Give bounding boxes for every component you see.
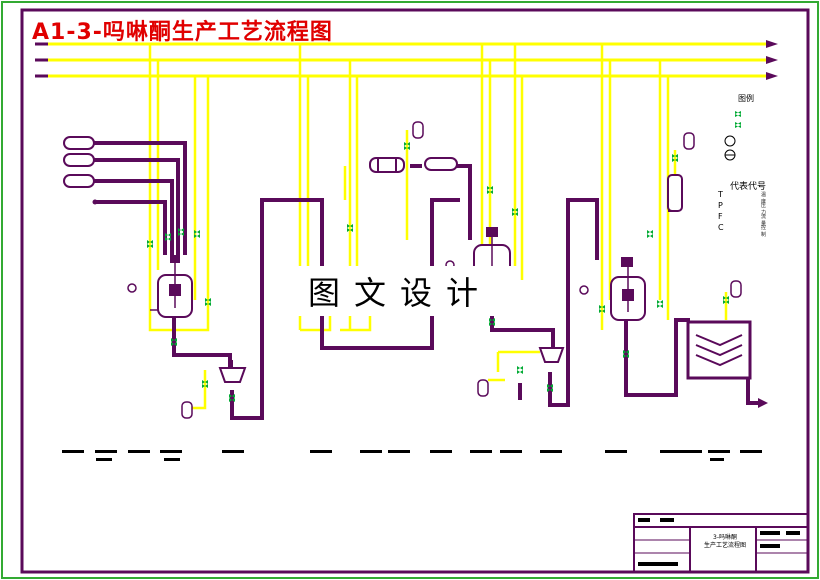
column — [667, 174, 683, 212]
utility-line-stubs — [35, 42, 48, 78]
reactor-1-motor — [170, 255, 180, 263]
code-letter: C — [718, 223, 724, 232]
drawing-title: A1-3-吗啉酮生产工艺流程图 — [32, 20, 333, 45]
code-row-flow: F 流量 — [718, 212, 766, 227]
title-block-text: 3-吗啉酮 生产工艺流程图 — [694, 534, 756, 550]
code-row-control: C 控制 — [718, 223, 766, 238]
codes-heading: 代表代号 — [730, 182, 767, 192]
reactor-1 — [150, 262, 193, 318]
code-row-pressure: P 压力 — [718, 201, 766, 216]
code-desc: 流量 — [761, 214, 767, 227]
title-block-line1: 3-吗啉酮 — [713, 534, 737, 541]
outlet-arrow — [758, 398, 768, 408]
feed-tank-1 — [63, 136, 95, 188]
code-letter: P — [718, 201, 723, 210]
heat-exchanger — [369, 157, 405, 173]
separator-1 — [218, 360, 247, 383]
feed-tank-2 — [424, 157, 458, 171]
watermark: 图文设计 — [282, 266, 518, 316]
reactor-3 — [610, 257, 646, 321]
drawing-frame — [20, 8, 810, 574]
code-letter: T — [718, 190, 723, 199]
title-block — [633, 513, 809, 573]
code-desc: 温度 — [761, 192, 767, 205]
separator-2 — [538, 347, 565, 363]
title-block-fill — [638, 518, 800, 566]
code-letter: F — [718, 212, 723, 221]
inlet-point — [92, 199, 98, 205]
code-desc: 控制 — [761, 225, 767, 238]
code-row-temperature: T 温度 — [718, 190, 766, 205]
process-lines — [88, 141, 760, 420]
utility-header-lines — [35, 42, 768, 78]
legend-symbols — [724, 111, 741, 161]
utility-line-arrows — [766, 40, 778, 80]
instrument-indicators — [181, 121, 742, 419]
equipment-tags — [62, 450, 762, 461]
dryer — [686, 320, 752, 380]
legend-heading: 图例 — [738, 94, 754, 103]
code-desc: 压力 — [761, 203, 767, 216]
utility-drops — [148, 44, 728, 410]
title-block-line2: 生产工艺流程图 — [703, 542, 746, 549]
valves — [147, 142, 729, 402]
